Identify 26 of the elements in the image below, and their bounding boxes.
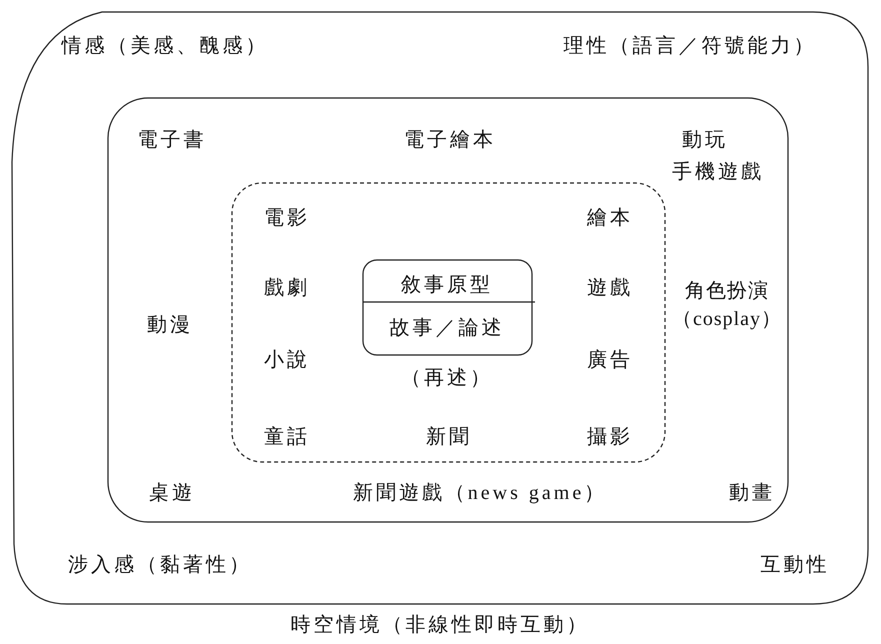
node-text: 角色扮演（cosplay） xyxy=(670,279,784,332)
node-text: 故事／論述 xyxy=(390,316,504,341)
node-text: 廣告 xyxy=(587,348,633,373)
node-caption: （再述） xyxy=(401,366,493,391)
node-text: 小說 xyxy=(264,348,310,373)
node-text: 電子繪本 xyxy=(404,128,496,153)
node-text: 動玩 xyxy=(682,128,728,153)
node-text: 動漫 xyxy=(147,313,193,338)
node-text: 互動性 xyxy=(760,553,830,578)
node-text: 動畫 xyxy=(729,481,775,506)
node-text: 新聞遊戲（news game） xyxy=(352,481,608,506)
node-text: 電影 xyxy=(264,206,310,231)
node-text: 電子書 xyxy=(138,128,206,153)
node-text: 攝影 xyxy=(587,425,633,450)
node-text: 情感（美感、醜感） xyxy=(62,34,268,59)
node-text: 戲劇 xyxy=(264,276,310,301)
node-text: 手機遊戲 xyxy=(672,160,764,185)
node-text: 遊戲 xyxy=(587,276,633,301)
node-text: 理性（語言／符號能力） xyxy=(564,34,816,59)
node-text: 繪本 xyxy=(587,206,633,231)
node-text: 桌遊 xyxy=(149,481,195,506)
node-text: 新聞 xyxy=(426,425,472,450)
node-text: 童話 xyxy=(264,425,310,450)
node-text: 敘事原型 xyxy=(401,273,493,298)
node-text: 時空情境（非線性即時互動） xyxy=(290,613,590,638)
node-text: 涉入感（黏著性） xyxy=(68,553,252,578)
